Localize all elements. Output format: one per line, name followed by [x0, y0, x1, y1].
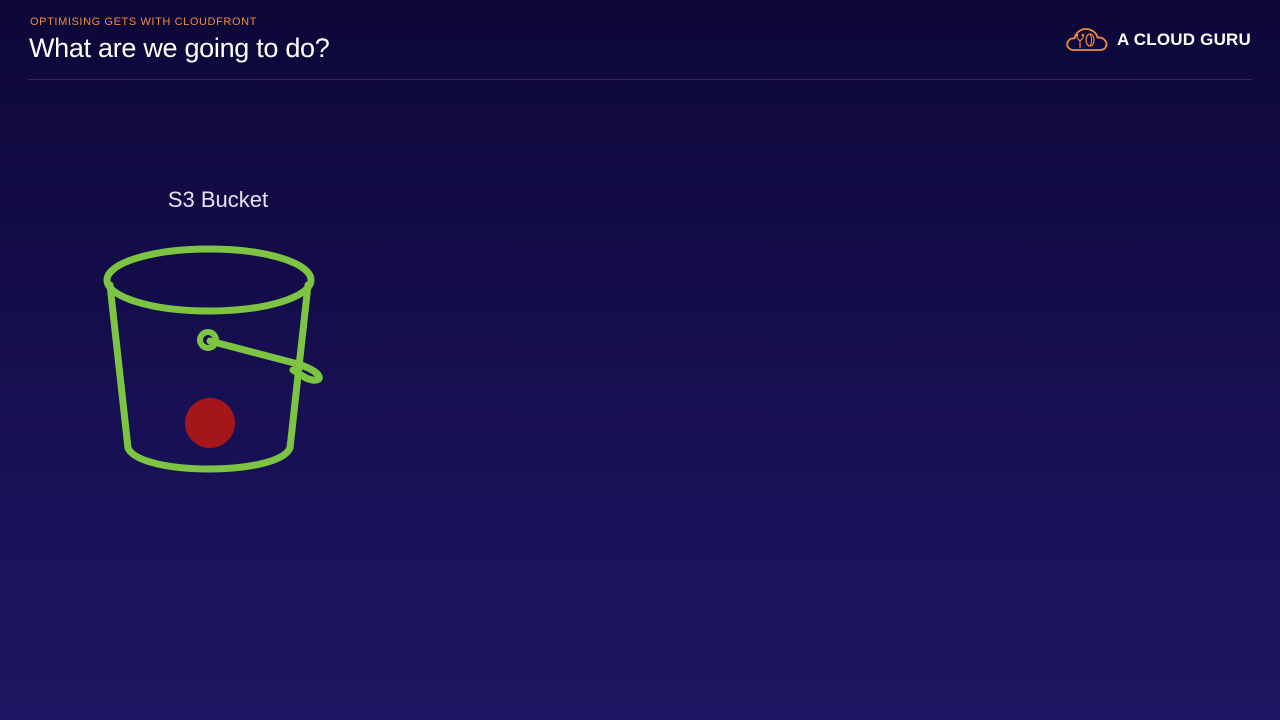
s3-bucket-icon: [103, 245, 323, 473]
header-divider: [28, 79, 1252, 80]
brand-name: A CLOUD GURU: [1117, 30, 1251, 49]
slide-title: What are we going to do?: [29, 33, 330, 63]
brand-logo: A CLOUD GURU: [1065, 26, 1251, 54]
bucket-label: S3 Bucket: [167, 187, 269, 212]
section-kicker: OPTIMISING GETS WITH CLOUDFRONT: [30, 16, 257, 28]
bucket-object-dot: [185, 398, 235, 448]
cloud-logo-icon: [1066, 28, 1108, 51]
